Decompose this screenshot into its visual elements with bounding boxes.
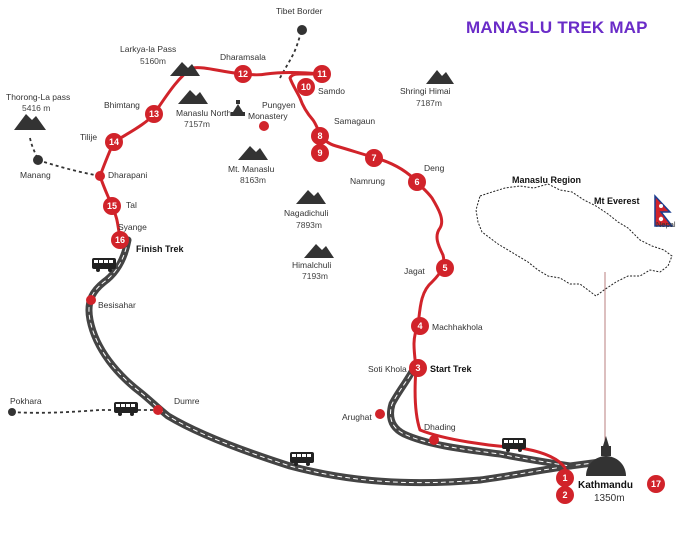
thorong-peak-icon: [14, 114, 46, 130]
label-tilije: Tilije: [80, 132, 98, 142]
label-besisahar: Besisahar: [98, 300, 136, 310]
bus-icon: [502, 438, 526, 452]
stop-4[interactable]: 4: [411, 317, 429, 335]
stop-14[interactable]: 14: [105, 133, 123, 151]
label-himal-alt: 7193m: [302, 271, 328, 281]
stop-1[interactable]: 1: [556, 469, 574, 487]
stop-15[interactable]: 15: [103, 197, 121, 215]
label-monastery: Monastery: [248, 111, 288, 121]
stop-10[interactable]: 10: [297, 78, 315, 96]
label-manaslu-north: Manaslu North: [176, 108, 232, 118]
label-manang: Manang: [20, 170, 51, 180]
label-namrung: Namrung: [350, 176, 385, 186]
label-mt-manaslu-alt: 8163m: [240, 175, 266, 185]
label-shringi: Shringi Himai: [400, 86, 451, 96]
label-tal: Tal: [126, 200, 137, 210]
larkya-peak-icon: [170, 62, 200, 76]
label-dharapani: Dharapani: [108, 170, 148, 180]
label-pungyen: Pungyen: [262, 100, 296, 110]
nepal-outline: [475, 183, 673, 297]
label-dharamsala: Dharamsala: [220, 52, 266, 62]
stop-5[interactable]: 5: [436, 259, 454, 277]
label-arughat: Arughat: [342, 412, 372, 422]
label-deng: Deng: [424, 163, 445, 173]
label-samdo: Samdo: [318, 86, 345, 96]
label-kathmandu-alt: 1350m: [594, 493, 625, 504]
stop-3[interactable]: 3: [409, 359, 427, 377]
label-thorong-alt: 5416 m: [22, 103, 51, 113]
shringi-peak-icon: [426, 70, 454, 84]
side-routes: [11, 29, 303, 414]
label-larkya-la: Larkya-la Pass: [120, 44, 177, 54]
manaslu-north-peak-icon: [178, 90, 208, 104]
label-tibet-border: Tibet Border: [276, 6, 323, 16]
trek-route: [98, 66, 567, 470]
roads: [85, 236, 604, 487]
label-himal: Himalchuli: [292, 260, 332, 270]
map-title: MANASLU TREK MAP: [466, 18, 648, 37]
label-mt-everest: Mt Everest: [594, 196, 640, 206]
stop-17[interactable]: 17: [647, 475, 665, 493]
label-start-trek: Start Trek: [430, 364, 472, 374]
himal-peak-icon: [304, 244, 334, 258]
bus-icons: [92, 258, 526, 466]
stop-8[interactable]: 8: [311, 127, 329, 145]
label-larkya-alt: 5160m: [140, 56, 166, 66]
label-thorong: Thorong-La pass: [6, 92, 71, 102]
nagadi-peak-icon: [296, 190, 326, 204]
label-jagat: Jagat: [404, 266, 425, 276]
label-manaslu-region: Manaslu Region: [512, 175, 582, 185]
stop-13[interactable]: 13: [145, 105, 163, 123]
stop-9[interactable]: 9: [311, 144, 329, 162]
label-finish-trek: Finish Trek: [136, 244, 184, 254]
label-dumre: Dumre: [174, 396, 200, 406]
label-shringi-alt: 7187m: [416, 98, 442, 108]
stop-12[interactable]: 12: [234, 65, 252, 83]
label-manaslu-north-alt: 7157m: [184, 119, 210, 129]
stop-7[interactable]: 7: [365, 149, 383, 167]
label-bhimtang: Bhimtang: [104, 100, 140, 110]
label-syange: Syange: [118, 222, 147, 232]
stupa-icon: [586, 436, 626, 476]
monastery-icon: [231, 100, 245, 116]
label-machha: Machhakhola: [432, 322, 483, 332]
label-pokhara: Pokhara: [10, 396, 42, 406]
stop-6[interactable]: 6: [408, 173, 426, 191]
bus-icon: [290, 452, 314, 466]
bus-icon: [92, 258, 116, 272]
label-dhading: Dhading: [424, 422, 456, 432]
label-nepal: Nepal: [656, 220, 676, 229]
label-nagadi: Nagadichuli: [284, 208, 329, 218]
label-nagadi-alt: 7893m: [296, 220, 322, 230]
bus-icon: [114, 402, 138, 416]
label-samagaun: Samagaun: [334, 116, 376, 126]
nepal-flag-icon: [654, 194, 674, 227]
mt-manaslu-peak-icon: [238, 146, 268, 160]
label-mt-manaslu: Mt. Manaslu: [228, 164, 275, 174]
stop-2[interactable]: 2: [556, 486, 574, 504]
stop-16[interactable]: 16: [111, 231, 129, 249]
label-kathmandu: Kathmandu: [578, 480, 633, 491]
peak-icons: [14, 62, 454, 258]
label-soti: Soti Khola: [368, 364, 407, 374]
stop-11[interactable]: 11: [313, 65, 331, 83]
waypoint-dots: [8, 25, 439, 445]
